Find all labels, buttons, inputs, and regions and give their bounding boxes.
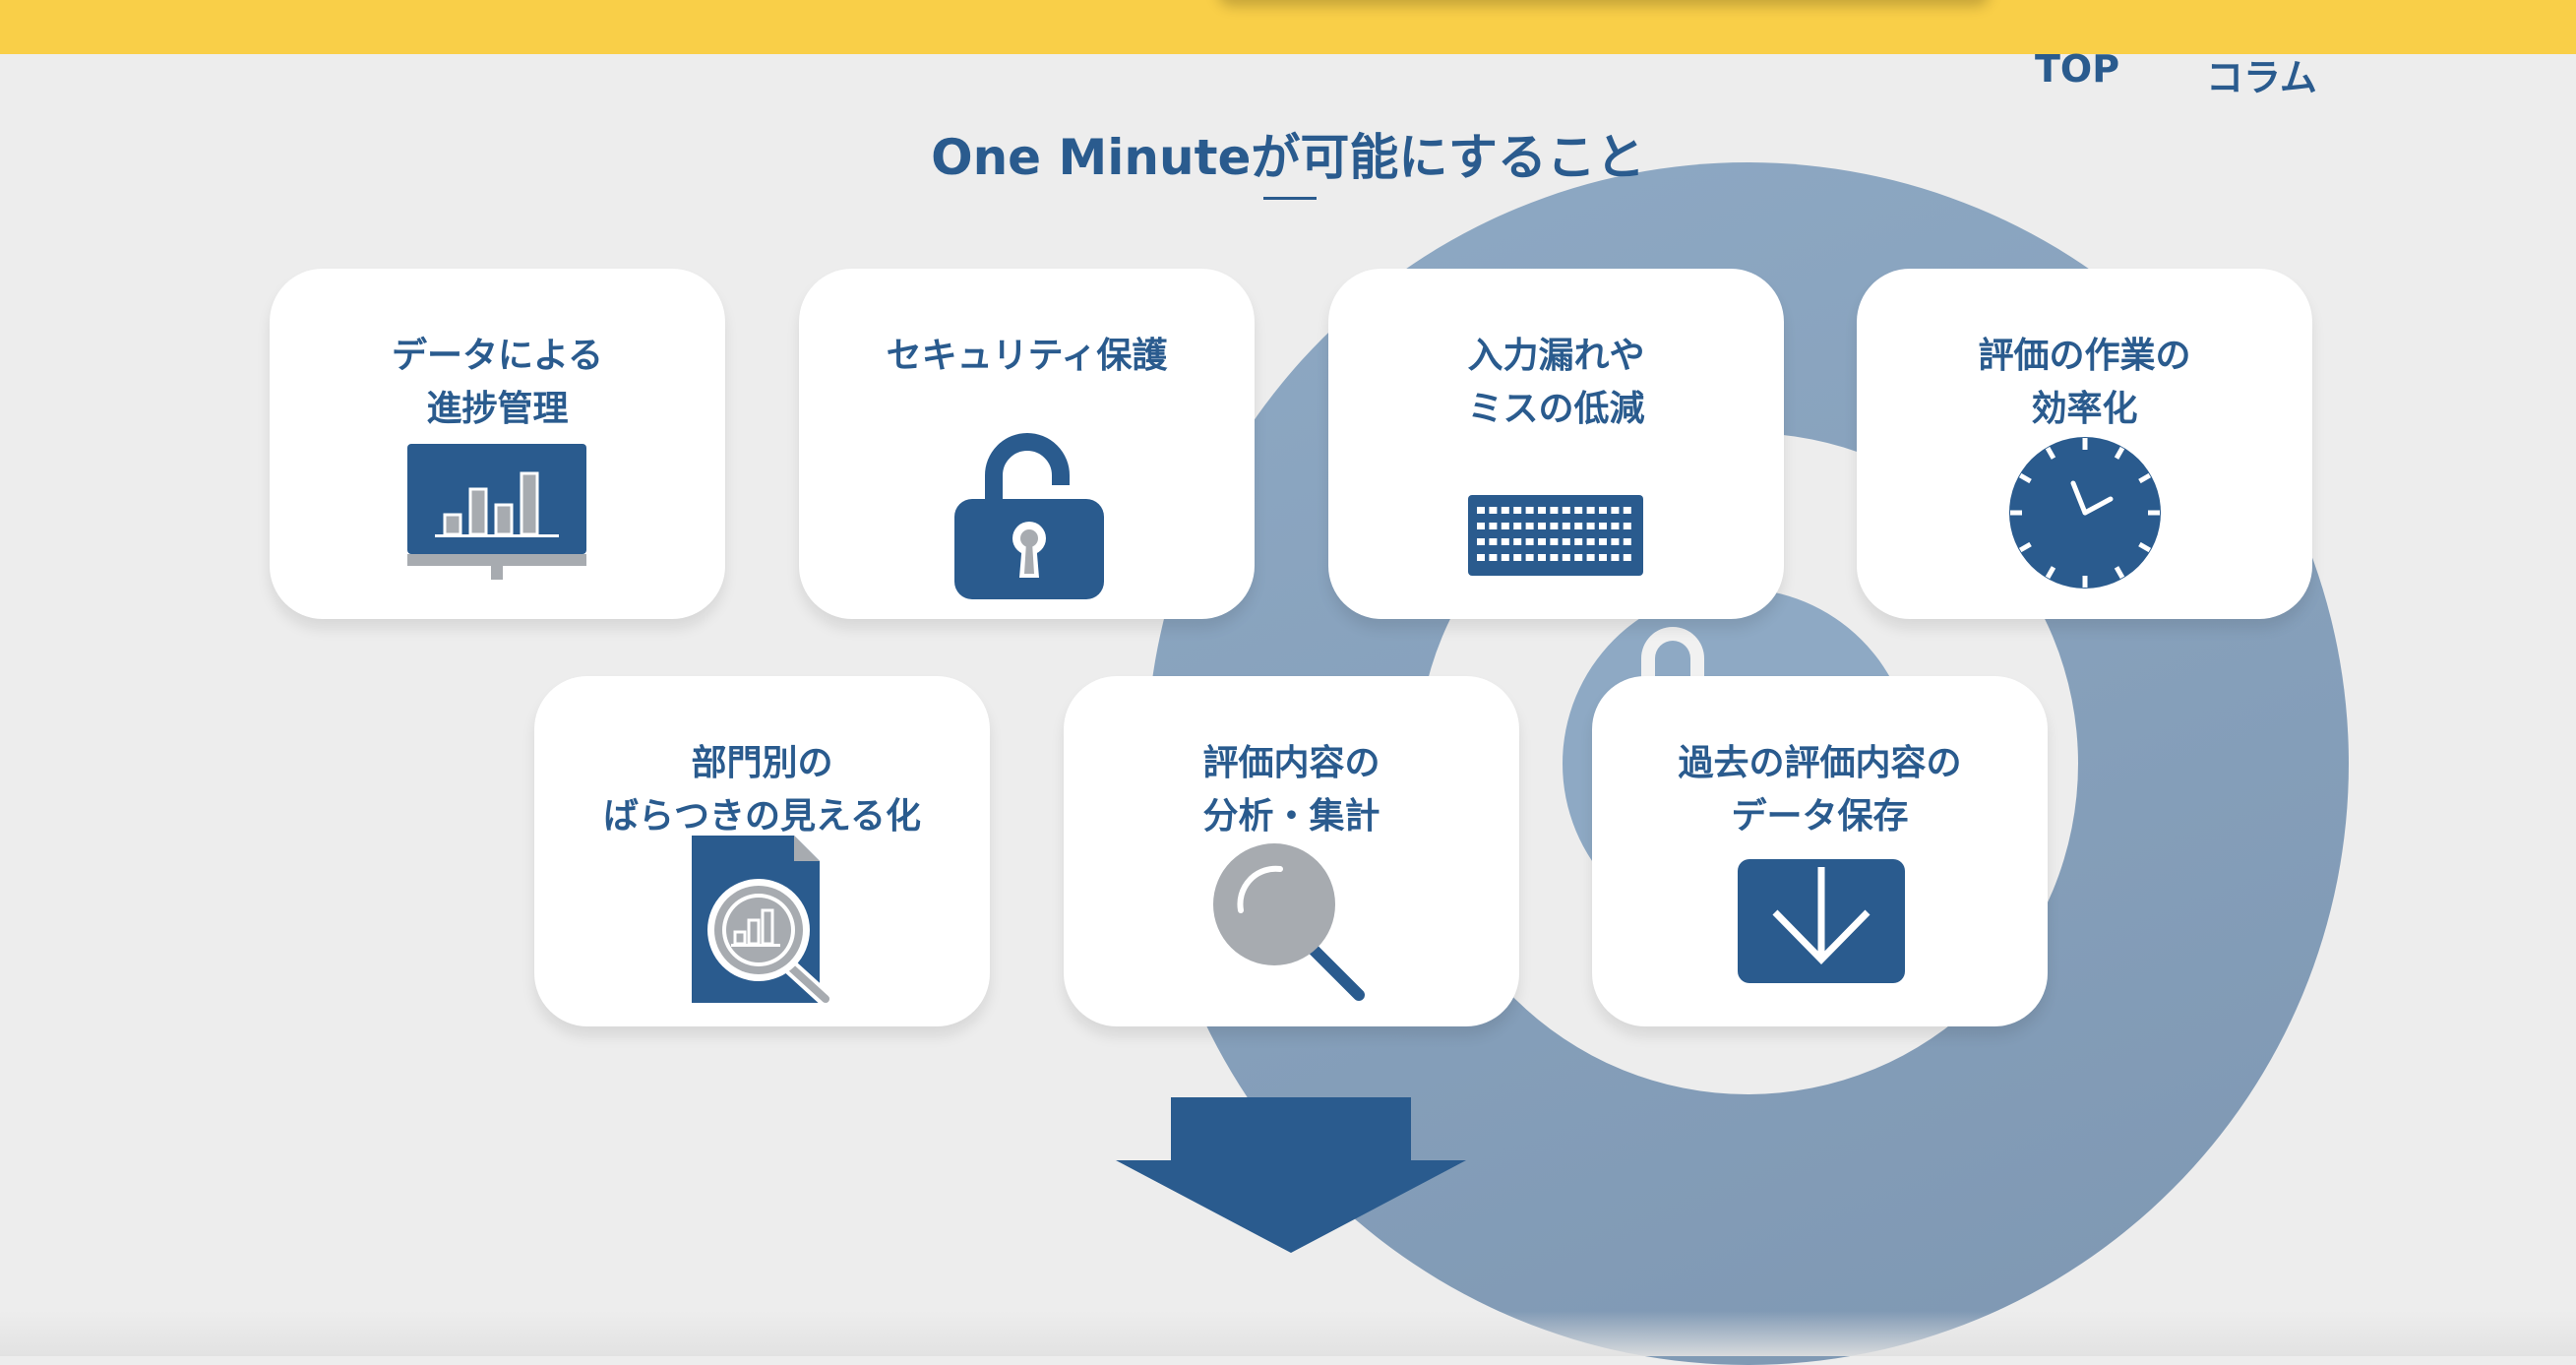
bottom-fade [0, 1311, 2576, 1356]
feature-card-label: 評価の作業の 効率化 [1978, 336, 2191, 429]
feature-card-efficiency: 評価の作業の 効率化 [1857, 269, 2312, 619]
unlocked-padlock-icon [954, 433, 1104, 599]
feature-card-analysis: 評価内容の 分析・集計 [1064, 676, 1519, 1026]
nav-link-column[interactable]: コラム [2206, 56, 2317, 99]
document-analysis-icon [692, 836, 833, 1007]
feature-card-input-error: 入力漏れや ミスの低減 [1328, 269, 1784, 619]
title-underline [1263, 197, 1317, 200]
keyboard-icon [1468, 495, 1643, 576]
feature-card-progress: データによる 進捗管理 [270, 269, 725, 619]
feature-card-label: 過去の評価内容の データ保存 [1678, 743, 1962, 837]
feature-card-label: 部門別の ばらつきの見える化 [603, 743, 921, 837]
feature-card-data-storage: 過去の評価内容の データ保存 [1592, 676, 2048, 1026]
section-title: One Minuteが可能にすること [931, 129, 1645, 186]
download-icon [1738, 859, 1905, 983]
clock-icon [2009, 437, 2161, 589]
chart-monitor-icon [407, 444, 586, 580]
feature-card-label: 入力漏れや ミスの低減 [1467, 336, 1645, 429]
feature-card-security: セキュリティ保護 [799, 269, 1255, 619]
feature-card-label: セキュリティ保護 [886, 336, 1168, 376]
nav-link-top[interactable]: TOP [2035, 47, 2120, 91]
feature-card-label: 評価内容の 分析・集計 [1202, 743, 1380, 837]
header-bar [0, 0, 2576, 54]
down-arrow-icon [1116, 1097, 1466, 1253]
feature-card-department-visibility: 部門別の ばらつきの見える化 [534, 676, 990, 1026]
magnifier-icon [1213, 843, 1365, 1001]
feature-card-label: データによる 進捗管理 [392, 336, 603, 429]
